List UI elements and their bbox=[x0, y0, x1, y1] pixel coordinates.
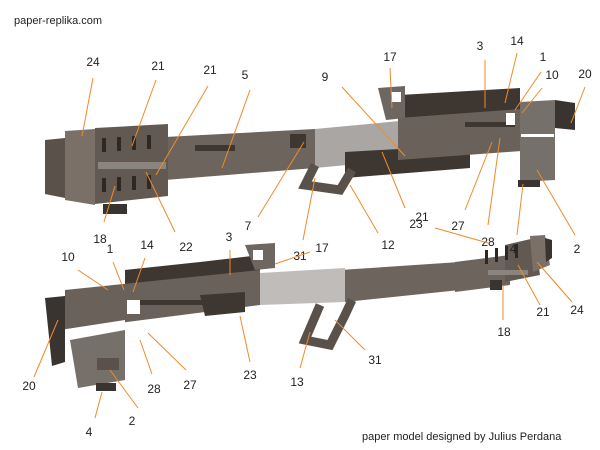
callout-label: 18 bbox=[93, 232, 107, 246]
callout-label: 21 bbox=[203, 63, 217, 77]
callout-label: 10 bbox=[545, 68, 559, 82]
callout-label: 12 bbox=[381, 238, 395, 252]
callout-label: 17 bbox=[383, 50, 397, 64]
callout-label: 2 bbox=[574, 242, 581, 256]
callout-label: 27 bbox=[451, 219, 465, 233]
callout-label: 23 bbox=[409, 217, 423, 231]
callout-label: 24 bbox=[570, 303, 584, 317]
callout-label: 4 bbox=[510, 242, 517, 256]
callout-label: 23 bbox=[243, 368, 257, 382]
callout-label: 31 bbox=[368, 353, 382, 367]
callout-label: 13 bbox=[290, 375, 304, 389]
callout-label: 21 bbox=[151, 59, 165, 73]
callout-label: 18 bbox=[497, 325, 511, 339]
callout-label: 22 bbox=[179, 240, 193, 254]
callout-label: 28 bbox=[481, 235, 495, 249]
callout-label: 4 bbox=[86, 425, 93, 439]
designer-credit: paper model designed by Julius Perdana bbox=[362, 431, 562, 443]
callout-label: 28 bbox=[147, 382, 161, 396]
callout-label: 3 bbox=[477, 39, 484, 53]
callout-label: 2 bbox=[129, 414, 136, 428]
callout-label: 14 bbox=[140, 238, 154, 252]
callout-label: 21 bbox=[415, 210, 429, 224]
callout-label: 1 bbox=[107, 242, 114, 256]
bottom-view-callouts: 10 1 14 3 17 20 28 27 23 13 31 2 4 18 21… bbox=[22, 230, 584, 439]
callout-label: 17 bbox=[315, 241, 329, 255]
callout-label: 20 bbox=[578, 67, 592, 81]
callout-label: 20 bbox=[22, 379, 36, 393]
callout-label: 7 bbox=[245, 219, 252, 233]
callout-label: 5 bbox=[242, 68, 249, 82]
callout-label: 1 bbox=[540, 50, 547, 64]
launcher-top-view bbox=[45, 86, 575, 214]
callout-label: 10 bbox=[61, 250, 75, 264]
callout-label: 9 bbox=[322, 70, 329, 84]
callout-label: 14 bbox=[510, 34, 524, 48]
callout-label: 31 bbox=[293, 249, 307, 263]
callout-label: 27 bbox=[183, 378, 197, 392]
callout-label: 3 bbox=[226, 230, 233, 244]
callout-label: 21 bbox=[536, 305, 550, 319]
launcher-bottom-view bbox=[45, 235, 552, 391]
site-watermark: paper-replika.com bbox=[14, 15, 102, 27]
callout-label: 24 bbox=[86, 55, 100, 69]
top-view-callouts: 24 21 21 5 17 9 3 14 1 10 20 7 23 27 28 … bbox=[81, 34, 592, 263]
